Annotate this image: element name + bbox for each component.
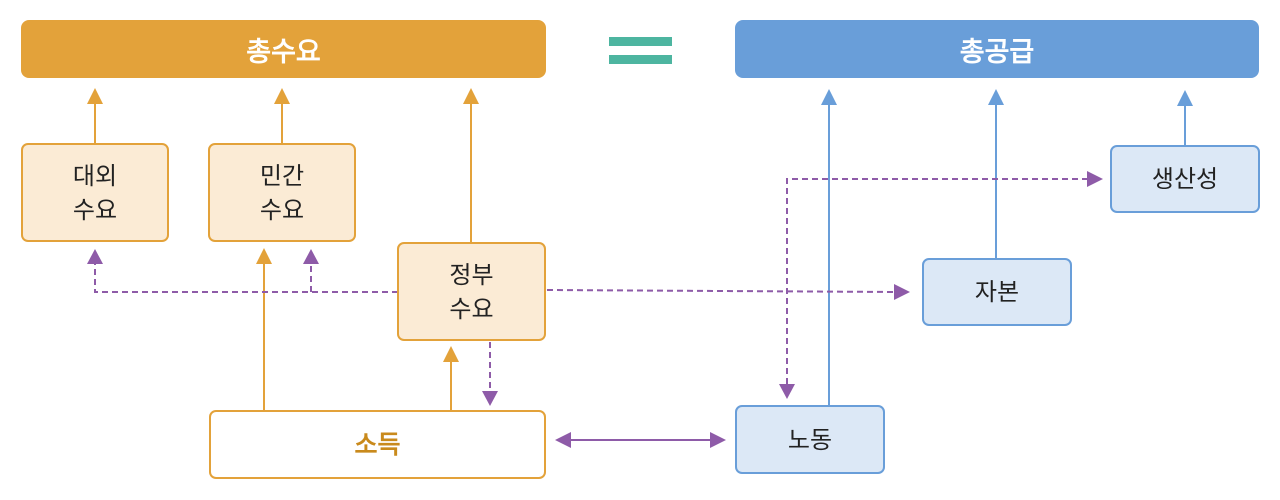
- productivity-labor-dashed-link: [786, 178, 1088, 385]
- income-label: 소득: [354, 429, 401, 459]
- productivity-label: 생산성: [1151, 165, 1219, 193]
- government-demand-label-line2: 수요: [449, 294, 494, 323]
- labor-label: 노동: [787, 425, 833, 454]
- private-demand-label-line2: 수요: [259, 195, 305, 224]
- equals-sign-top-bar: [609, 37, 672, 46]
- government-demand-label-line1: 정부: [449, 260, 494, 289]
- external-demand-box: 대외 수요: [21, 143, 169, 242]
- productivity-box: 생산성: [1110, 145, 1260, 213]
- external-demand-label-line2: 수요: [72, 195, 118, 224]
- external-demand-label-line1: 대외: [72, 161, 118, 190]
- government-demand-box: 정부 수요: [397, 242, 546, 341]
- government-to-external-dashed-link: [94, 262, 398, 293]
- government-to-capital-dashed-link: [546, 289, 897, 293]
- income-box: 소득: [209, 410, 546, 479]
- private-demand-label-line1: 민간: [259, 161, 305, 190]
- capital-label: 자본: [974, 278, 1020, 306]
- private-demand-box: 민간 수요: [208, 143, 356, 242]
- equals-sign-bottom-bar: [609, 55, 672, 64]
- total-demand-header: 총수요: [21, 20, 546, 78]
- capital-box: 자본: [922, 258, 1072, 326]
- labor-box: 노동: [735, 405, 885, 474]
- total-supply-header: 총공급: [735, 20, 1259, 78]
